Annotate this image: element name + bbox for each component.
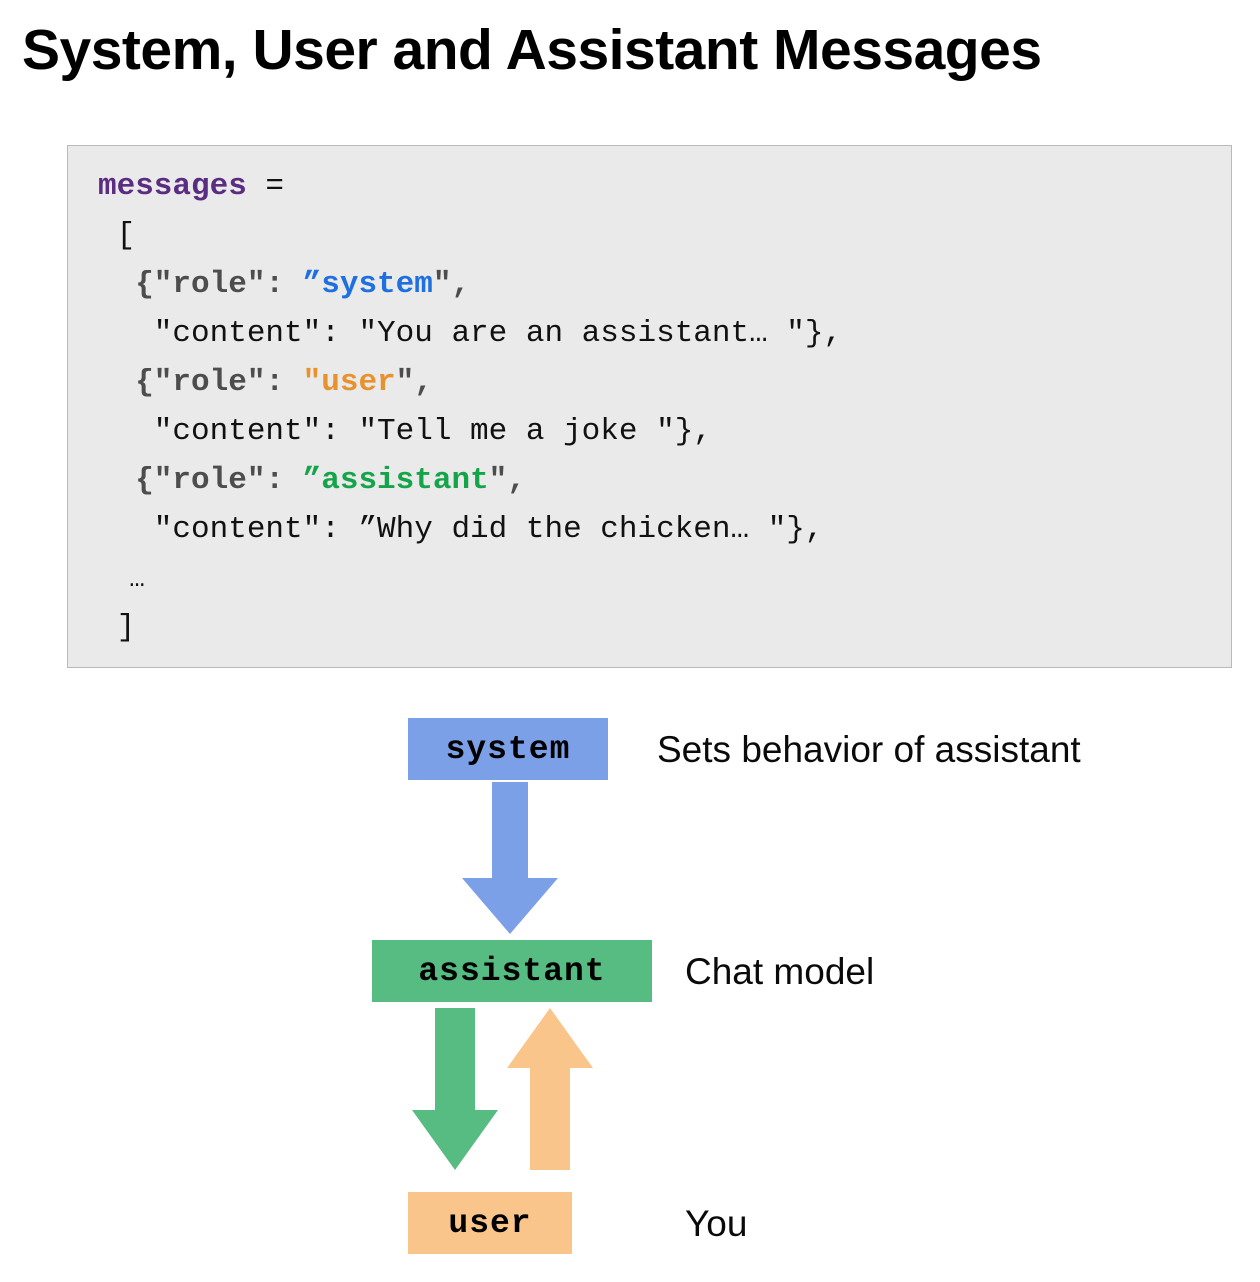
role-box-user: user <box>408 1192 572 1254</box>
code-line: messages = <box>98 162 1231 211</box>
message-flow-diagram: system Sets behavior of assistant assist… <box>0 690 1260 1282</box>
code-token-plain: "content": ”Why did the chicken… "}, <box>98 512 824 547</box>
arrow-assistant-to-user-icon <box>412 1008 498 1170</box>
arrow-user-to-assistant-icon <box>507 1008 593 1170</box>
code-token-key: ", <box>432 267 471 302</box>
code-listing: messages = [ {"role": ”system", "content… <box>98 162 1231 652</box>
code-line: … <box>98 554 1231 603</box>
code-line: {"role": ”system", <box>98 260 1231 309</box>
code-token-ell: … <box>98 564 145 594</box>
arrow-system-to-assistant-icon <box>462 782 558 934</box>
role-box-system-label: system <box>445 730 571 768</box>
code-line: "content": ”Why did the chicken… "}, <box>98 505 1231 554</box>
code-token-user: "user <box>302 365 396 400</box>
role-box-assistant: assistant <box>372 940 652 1002</box>
code-token-asst: ”assistant <box>302 463 489 498</box>
code-token-key: {"role": <box>98 267 303 302</box>
code-line: "content": "You are an assistant… "}, <box>98 309 1231 358</box>
code-token-plain: "content": "You are an assistant… "}, <box>98 316 843 351</box>
code-token-sys: ”system <box>302 267 433 302</box>
code-line: {"role": "user", <box>98 358 1231 407</box>
code-token-plain: "content": "Tell me a joke "}, <box>98 414 712 449</box>
code-token-plain: [ <box>98 218 136 253</box>
role-box-user-label: user <box>448 1204 532 1242</box>
code-token-key: {"role": <box>98 463 303 498</box>
code-line: [ <box>98 211 1231 260</box>
role-description-assistant: Chat model <box>685 951 875 992</box>
code-line: ] <box>98 603 1231 652</box>
role-box-assistant-label: assistant <box>418 952 606 990</box>
role-description-system: Sets behavior of assistant <box>657 729 1081 770</box>
code-token-key: {"role": <box>98 365 303 400</box>
code-token-plain: ] <box>98 610 136 645</box>
code-token-key: ", <box>488 463 526 498</box>
role-description-user: You <box>685 1203 748 1244</box>
role-box-system: system <box>408 718 608 780</box>
code-token-plain: = <box>246 169 285 204</box>
page-title: System, User and Assistant Messages <box>22 18 1042 82</box>
code-line: "content": "Tell me a joke "}, <box>98 407 1231 456</box>
code-block: messages = [ {"role": ”system", "content… <box>67 145 1232 668</box>
code-line: {"role": ”assistant", <box>98 456 1231 505</box>
code-token-key: ", <box>395 365 433 400</box>
code-token-var: messages <box>98 169 247 204</box>
